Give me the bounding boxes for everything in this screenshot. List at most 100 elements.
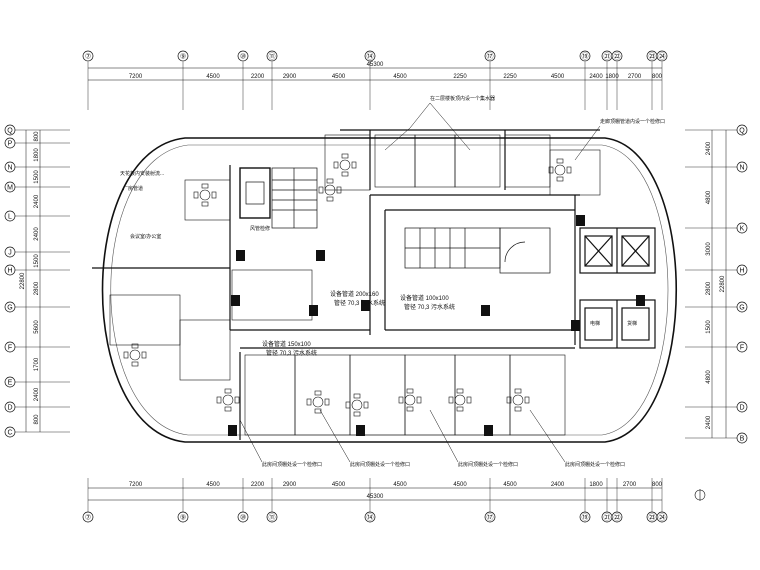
building-shell-inner [110, 144, 669, 436]
column [636, 295, 645, 306]
svg-text:J: J [8, 249, 12, 256]
table-with-chairs-icon [306, 390, 330, 414]
furniture-symbols [123, 153, 572, 417]
table-with-chairs-icon [318, 178, 342, 202]
axis-bubble-left: E [4, 376, 16, 388]
note-bottom-4: 此房间顶棚处设一个检修口 [565, 461, 625, 468]
svg-text:㉑: ㉑ [604, 513, 611, 521]
svg-text:K: K [740, 225, 745, 232]
axis-bubble-right: D [736, 401, 748, 413]
building-outline [92, 129, 678, 443]
svg-text:⑨: ⑨ [180, 52, 186, 60]
svg-text:L: L [8, 213, 12, 220]
dim-bottom: 1800 [589, 482, 603, 488]
table-with-chairs-icon [345, 393, 369, 417]
dim-right: 1500 [706, 320, 712, 334]
dim-left: 2800 [34, 281, 40, 295]
dim-left-total: 22800 [20, 272, 26, 289]
dim-top: 4500 [551, 74, 565, 80]
note-bottom-2: 此房间顶棚处设一个检修口 [350, 461, 410, 468]
svg-text:N: N [739, 164, 744, 171]
svg-text:G: G [7, 304, 12, 311]
dim-left: 2400 [34, 387, 40, 401]
svg-text:F: F [740, 344, 744, 351]
dim-right-total: 22800 [720, 275, 726, 292]
dim-bottom: 800 [652, 482, 663, 488]
axis-bubble-right: B [736, 432, 748, 444]
dim-left: 2400 [34, 194, 40, 208]
svg-text:H: H [7, 267, 12, 274]
dim-top: 2400 [589, 74, 603, 80]
leader-lines [239, 102, 601, 463]
axis-bubble-top: ⑦ [82, 50, 94, 62]
svg-text:N: N [7, 164, 12, 171]
svg-text:㉓: ㉓ [649, 513, 656, 521]
axis-bubble-left: N [4, 161, 16, 173]
dim-left: 800 [34, 414, 40, 425]
dim-bottom: 2200 [251, 482, 265, 488]
dim-right: 4800 [706, 190, 712, 204]
dim-right: 4800 [706, 370, 712, 384]
dim-top: 2900 [283, 74, 297, 80]
dim-bottom: 2700 [623, 482, 637, 488]
axis-bubble-top: ⑰ [484, 50, 496, 62]
structural-columns [228, 215, 645, 436]
axis-bubble-top: ㉔ [656, 50, 668, 62]
dim-top: 4500 [206, 74, 220, 80]
dim-top: 2200 [251, 74, 265, 80]
note-top-center: 在二层楼板顶内设一个集水器 [430, 95, 495, 102]
dim-left: 1700 [34, 357, 40, 371]
axis-bubble-bottom: ㉒ [611, 511, 623, 523]
svg-text:F: F [8, 344, 12, 351]
dim-bottom: 4500 [206, 482, 220, 488]
svg-text:⑰: ⑰ [487, 513, 494, 521]
axis-bubble-left: C [4, 426, 16, 438]
table-with-chairs-icon [123, 343, 147, 367]
svg-text:M: M [7, 184, 13, 191]
elevator-bank [579, 227, 656, 349]
column [231, 295, 240, 306]
svg-text:P: P [8, 140, 13, 147]
note-top-left: 天花板内安装射流... [120, 170, 164, 177]
axis-bubble-left: D [4, 401, 16, 413]
axis-bubble-bottom: ⑪ [266, 511, 278, 523]
svg-text:⑨: ⑨ [180, 513, 186, 521]
axis-bubble-bottom: ⑩ [237, 511, 249, 523]
duct-note-3b: 管径 70,3 污水系统 [404, 303, 455, 311]
svg-text:㉔: ㉔ [659, 52, 666, 60]
dim-bottom: 2400 [551, 482, 565, 488]
dim-left: 2400 [34, 227, 40, 241]
duct-note-3: 设备管道 100x100 [400, 294, 449, 302]
axis-bubble-bottom: ⑰ [484, 511, 496, 523]
axis-bubble-right: K [736, 222, 748, 234]
dim-bottom: 4500 [453, 482, 467, 488]
axis-bubble-right: N [736, 161, 748, 173]
dim-bottom: 2900 [283, 482, 297, 488]
dim-bottom: 4500 [393, 482, 407, 488]
column [309, 305, 318, 316]
svg-text:㉒: ㉒ [614, 513, 621, 521]
building-shell [101, 137, 678, 443]
axis-bubble-top: ⑩ [237, 50, 249, 62]
note-bottom-1: 此房间顶棚处设一个检修口 [262, 461, 322, 468]
svg-text:⑰: ⑰ [487, 52, 494, 60]
dim-bottom: 4500 [332, 482, 346, 488]
note-bottom-3: 此房间顶棚处设一个检修口 [458, 461, 518, 468]
duct-note-1: 设备管道 150x100 [262, 340, 311, 348]
svg-text:Q: Q [739, 127, 745, 134]
axis-bubble-left: Q [4, 124, 16, 136]
table-with-chairs-icon [506, 388, 530, 412]
duct-note-1b: 管径 70,3 污水系统 [266, 349, 317, 357]
axis-bubble-bottom: ⑨ [177, 511, 189, 523]
table-with-chairs-icon [193, 183, 217, 207]
dim-top: 800 [652, 74, 663, 80]
note-top-left-sub: 厂房管道 [123, 185, 143, 192]
axis-bubble-bottom: ㉑ [601, 511, 613, 523]
note-top-right: 走廊顶棚管道内设一个检修口 [600, 118, 665, 125]
dim-top: 7200 [129, 74, 143, 80]
dim-right: 3000 [706, 242, 712, 256]
svg-text:C: C [7, 429, 12, 436]
dim-right: 2800 [706, 281, 712, 295]
